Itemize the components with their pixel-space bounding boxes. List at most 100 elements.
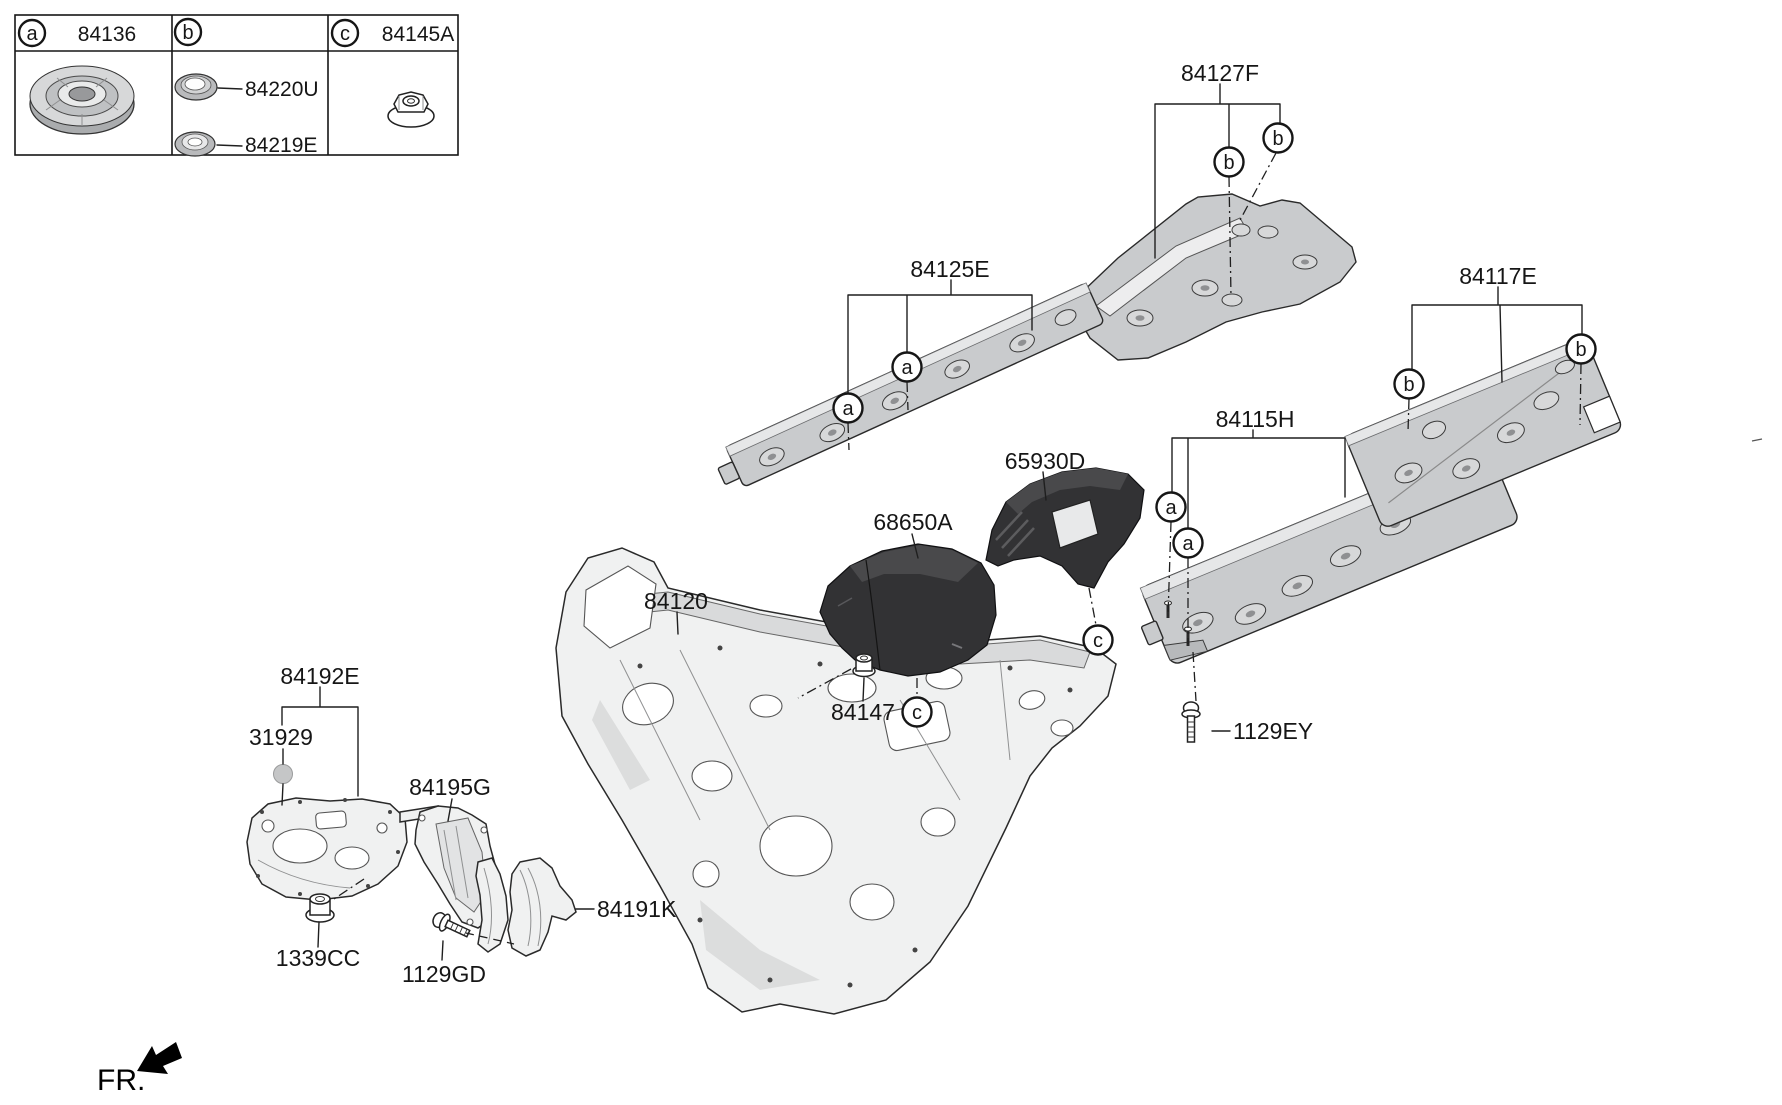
front-arrow-icon — [137, 1042, 182, 1074]
legend-letter-b: b — [182, 22, 193, 44]
part-label-84115H[interactable]: 84115H — [1216, 406, 1295, 432]
bracket-84115H — [1171, 429, 1346, 529]
washer-84220U-illustration — [174, 73, 218, 101]
front-direction-indicator: FR. — [97, 1042, 182, 1097]
part-number-84219E[interactable]: 84219E — [245, 134, 317, 157]
bracket-84127F — [1154, 83, 1281, 259]
pad-84191K-illustration — [475, 857, 577, 957]
leader-1339CC — [317, 921, 320, 948]
callout-letter: b — [1403, 374, 1414, 396]
cover-84127F-bosses — [1126, 223, 1318, 327]
callout-a-84125E-1[interactable]: a — [832, 392, 864, 424]
insulator-84192E-illustration — [246, 797, 408, 901]
callout-a-84125E-2[interactable]: a — [891, 351, 923, 383]
bolt-1129GD — [432, 912, 471, 938]
leader-lines — [281, 83, 1583, 961]
part-label-1129EY[interactable]: 1129EY — [1233, 718, 1313, 744]
legend-table-border — [14, 14, 459, 156]
bracket-84125E — [847, 279, 1033, 394]
leader-65930D — [1042, 471, 1047, 501]
leader-84120 — [676, 611, 679, 635]
cover-84125E-bosses — [759, 309, 1077, 467]
callout-letter: a — [1182, 533, 1194, 555]
stray-mark — [1751, 438, 1763, 442]
legend-table: a 84136 b c 84145A 84220U — [14, 14, 459, 157]
part-number-84220U[interactable]: 84220U — [245, 78, 319, 101]
callout-c-68650A[interactable]: c — [901, 696, 933, 728]
part-label-84191K[interactable]: 84191K — [597, 896, 677, 922]
part-label-65930D[interactable]: 65930D — [1005, 448, 1086, 474]
front-label: FR. — [97, 1064, 145, 1097]
centerline-84127F-b2 — [1238, 152, 1277, 223]
clip-31929 — [273, 764, 293, 784]
callout-b-84117E-2[interactable]: b — [1565, 333, 1597, 365]
part-label-84192E[interactable]: 84192E — [280, 663, 359, 689]
part-label-84117E[interactable]: 84117E — [1459, 263, 1537, 289]
legend-part-number-84136[interactable]: 84136 — [78, 23, 136, 46]
centerline-84115H-a1 — [1167, 521, 1172, 617]
callout-letter: b — [1575, 339, 1586, 361]
insulator-65930D-illustration — [985, 467, 1145, 589]
grommet-84136-illustration — [29, 65, 135, 135]
legend-callout-a[interactable]: a — [17, 18, 47, 48]
callout-letter: a — [901, 357, 913, 379]
cover-crease — [1388, 364, 1570, 504]
bolt-1129EY — [1181, 701, 1201, 743]
dash-panel-ribs — [592, 649, 1011, 990]
callout-c-65930D[interactable]: c — [1082, 624, 1114, 656]
legend-part-number-84145A[interactable]: 84145A — [382, 23, 454, 46]
nut-84145A-illustration — [387, 91, 435, 128]
legend-callout-b[interactable]: b — [173, 17, 203, 47]
leader-1129GD — [441, 940, 444, 961]
leader-68650A — [911, 533, 919, 559]
part-label-68650A[interactable]: 68650A — [873, 509, 953, 535]
under-cover-84117E-illustration — [1344, 336, 1622, 527]
part-label-84195G[interactable]: 84195G — [409, 774, 491, 800]
part-label-84125E[interactable]: 84125E — [910, 256, 989, 282]
callout-letter: b — [1272, 128, 1283, 150]
insulator-opening — [1051, 499, 1099, 549]
cover-notch — [1582, 395, 1621, 434]
legend-letter-a: a — [26, 23, 38, 45]
centerline-1339CC — [333, 878, 365, 900]
centerline-1129EY — [1192, 651, 1197, 702]
legend-letter-c: c — [340, 23, 350, 45]
nut-84147 — [852, 653, 876, 678]
cover-84117E-bosses — [1394, 359, 1575, 484]
part-label-84120[interactable]: 84120 — [644, 588, 708, 614]
insulator-pad-68650A-illustration — [819, 543, 997, 677]
part-label-1339CC[interactable]: 1339CC — [276, 945, 360, 971]
callout-a-84115H-2[interactable]: a — [1172, 527, 1204, 559]
callout-a-84115H-1[interactable]: a — [1155, 491, 1187, 523]
pad-84195G-illustration — [399, 805, 500, 929]
bracket-84192E — [281, 686, 359, 797]
cover-end-tab — [1140, 620, 1164, 646]
leader-31929 — [281, 748, 284, 806]
callout-b-84127F-2[interactable]: b — [1262, 122, 1294, 154]
centerline-84127F-b1 — [1228, 176, 1232, 298]
centerline-84117E-b1 — [1407, 398, 1410, 433]
callout-letter: c — [1093, 630, 1103, 652]
callout-b-84117E-1[interactable]: b — [1393, 368, 1425, 400]
bracket-84117E — [1411, 286, 1583, 383]
cover-ledge — [1163, 639, 1209, 661]
leader-84195G — [447, 798, 453, 822]
callout-letter: a — [1165, 497, 1177, 519]
centerline-65930D-c — [1088, 587, 1097, 626]
callout-b-84127F-1[interactable]: b — [1213, 146, 1245, 178]
callout-letter: b — [1223, 152, 1234, 174]
nut-1339CC — [305, 893, 335, 923]
under-cover-84127F-illustration — [1075, 193, 1357, 361]
insulator-84192E-dots — [256, 798, 400, 896]
callout-letter: c — [912, 702, 922, 724]
part-label-84147[interactable]: 84147 — [831, 699, 895, 725]
part-label-84127F[interactable]: 84127F — [1181, 60, 1259, 86]
part-label-1129GD[interactable]: 1129GD — [402, 961, 486, 987]
centerline-84125E-a2 — [906, 381, 909, 411]
leader-84220U — [217, 87, 243, 90]
legend-callout-c[interactable]: c — [330, 18, 360, 48]
leader-84219E — [216, 144, 243, 147]
part-label-31929[interactable]: 31929 — [249, 724, 313, 750]
